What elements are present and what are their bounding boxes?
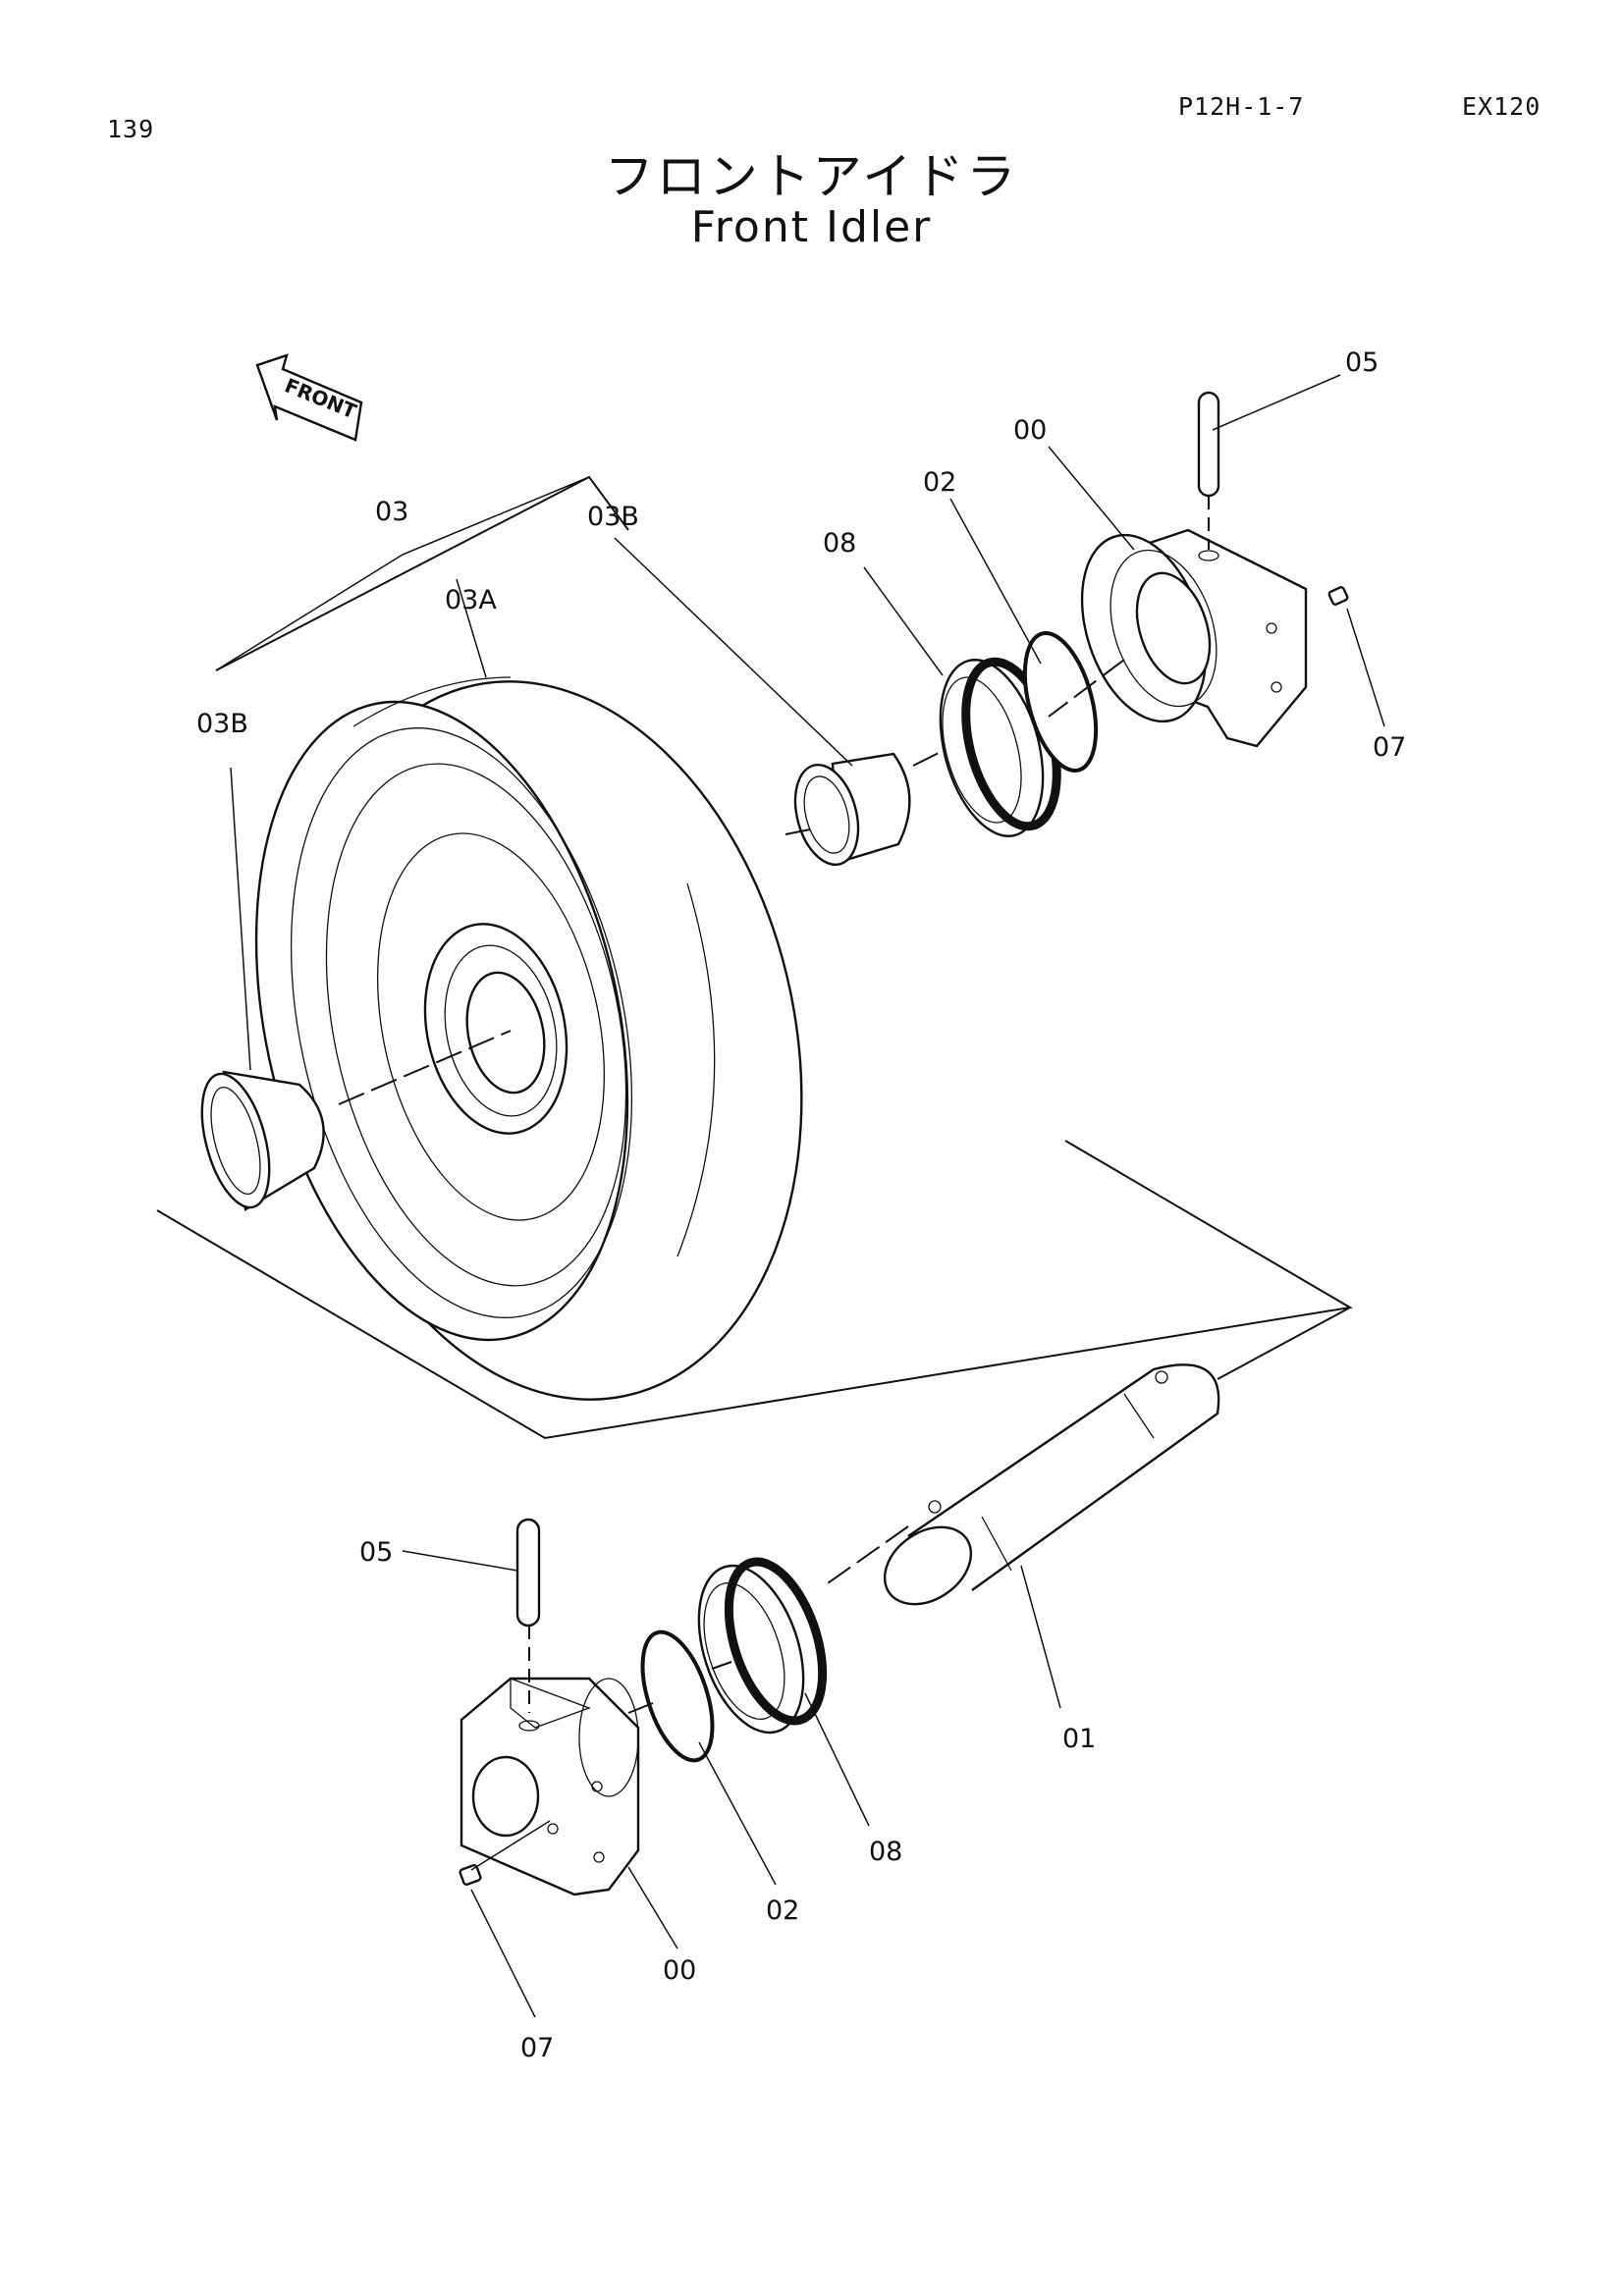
- callout-08-top: 08: [823, 528, 856, 559]
- o-ring-top: [1022, 630, 1099, 774]
- assembly-boundary: [156, 1140, 1353, 1440]
- callout-02-bottom: 02: [766, 1896, 799, 1926]
- bushing-left: [200, 1070, 325, 1211]
- title-english: Front Idler: [690, 202, 933, 252]
- assembly-outline: [215, 475, 629, 671]
- callout-00-top: 00: [1013, 415, 1047, 446]
- callout-05-top: 05: [1345, 347, 1379, 378]
- callout-03b-top: 03B: [587, 502, 639, 532]
- bushing-right: [793, 752, 911, 867]
- model-name: EX120: [1462, 92, 1542, 121]
- leader-lines: [215, 374, 1385, 2018]
- callout-03a: 03A: [445, 585, 497, 615]
- pin-top: [1197, 391, 1220, 561]
- floating-seal-bottom: [697, 1557, 828, 1735]
- callout-03b-left: 03B: [196, 709, 248, 739]
- shaft: [883, 1363, 1220, 1606]
- callout-02-top: 02: [923, 467, 956, 498]
- support-top: [1080, 528, 1308, 748]
- plug-top: [1327, 586, 1349, 606]
- callout-07-bottom: 07: [520, 2033, 554, 2063]
- callout-07-top: 07: [1373, 732, 1406, 763]
- callout-00-bottom: 00: [663, 1955, 696, 1986]
- callout-05-bottom: 05: [359, 1537, 393, 1568]
- callout-03: 03: [375, 497, 408, 527]
- callout-01: 01: [1062, 1724, 1096, 1754]
- plug-bottom: [459, 1864, 482, 1886]
- title-japanese: フロントアイドラ: [604, 148, 1019, 205]
- document-code: P12H-1-7: [1178, 92, 1305, 121]
- front-arrow-icon: FRONT: [255, 353, 363, 442]
- page-number: 139: [107, 115, 155, 143]
- support-bottom: [460, 1677, 640, 1896]
- callout-08-bottom: 08: [869, 1837, 902, 1867]
- idler-wheel: [254, 676, 803, 1401]
